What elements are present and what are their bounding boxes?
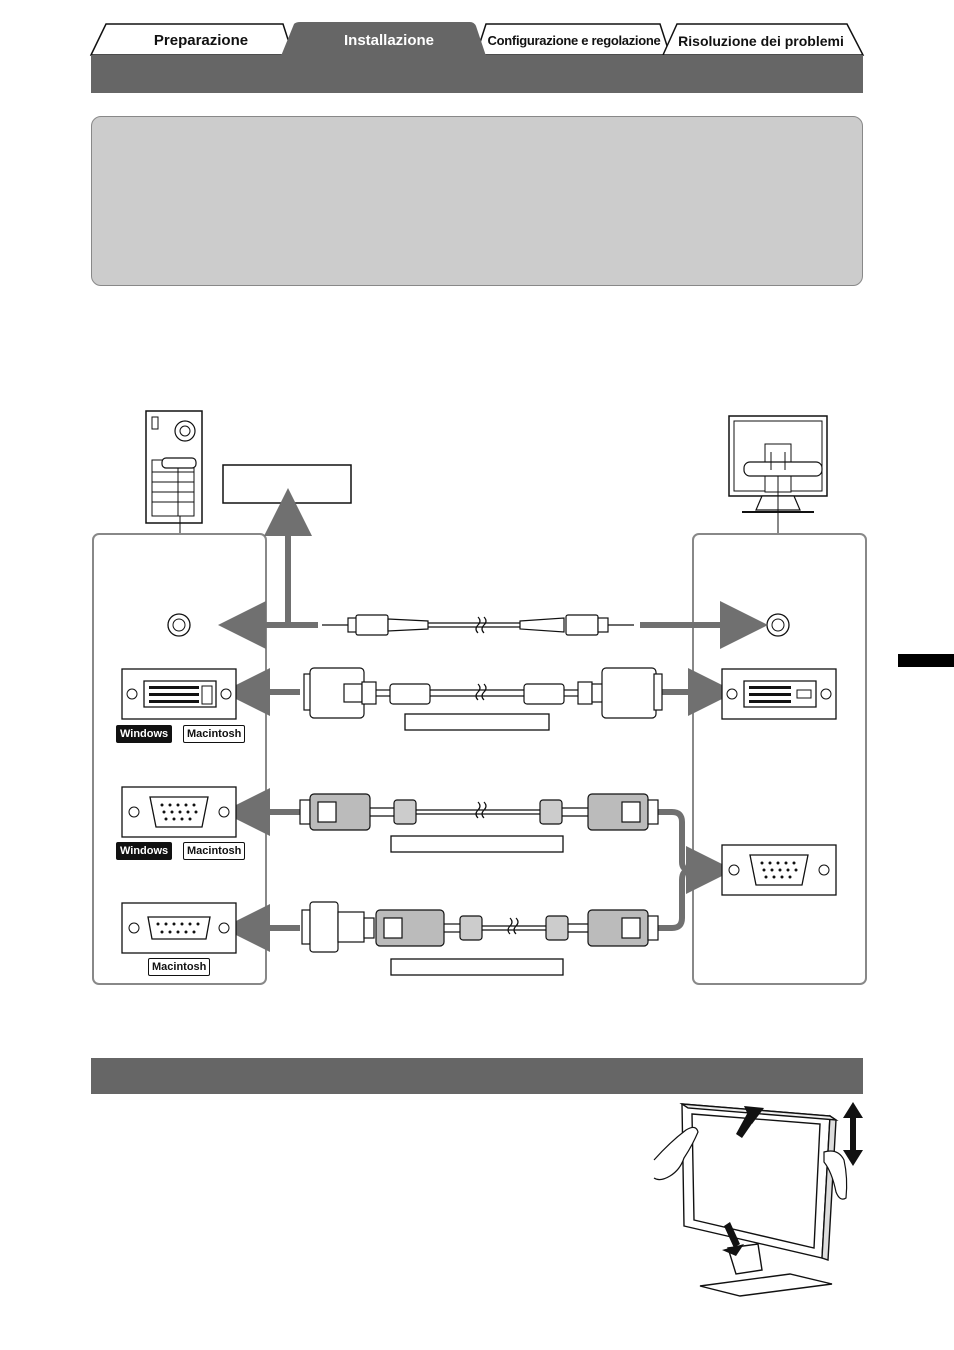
audio-cable-icon: [322, 614, 634, 636]
monitor-vga-port-icon: [721, 844, 837, 896]
side-language-tab: [898, 654, 954, 667]
pc-vga-port-icon: [121, 786, 237, 838]
macintosh-badge: Macintosh: [183, 842, 246, 860]
pc-dvi-port-icon: [121, 668, 237, 720]
monitor-rear-panel: [692, 533, 867, 985]
mac-adapter-cable-icon: [301, 901, 659, 953]
monitor-tilt-illustration: [653, 1102, 863, 1297]
windows-badge: Windows: [116, 725, 173, 743]
pc-audio-jack-icon: [167, 613, 191, 637]
macintosh-badge: Macintosh: [183, 725, 246, 743]
tab-installazione[interactable]: [281, 22, 486, 56]
audio-label-box: [222, 464, 352, 504]
note-box: [91, 116, 863, 286]
dvi-cable-label-box: [404, 713, 550, 731]
windows-badge: Windows: [116, 842, 173, 860]
connection-diagram: [92, 410, 867, 985]
header-bar: [91, 55, 863, 93]
dsub-cable-label-box: [390, 835, 564, 853]
tab-label-preparazione[interactable]: Preparazione: [153, 32, 249, 49]
section-bar: [91, 1058, 863, 1094]
dsub-cable-icon: [299, 793, 659, 831]
monitor-icon: [728, 415, 828, 534]
monitor-audio-jack-icon: [766, 613, 790, 637]
tab-label-risoluzione[interactable]: Risoluzione dei problemi: [678, 33, 844, 49]
monitor-dvi-port-icon: [721, 668, 837, 720]
mac-cable-label-box: [390, 958, 564, 976]
macintosh-badge: Macintosh: [148, 958, 211, 976]
tab-label-installazione[interactable]: Installazione: [343, 32, 435, 49]
pc-tower-icon: [145, 410, 203, 534]
dvi-cable-icon: [303, 667, 663, 719]
pc-mac-port-icon: [121, 902, 237, 954]
tab-label-configurazione[interactable]: Configurazione e regolazione: [487, 33, 661, 48]
